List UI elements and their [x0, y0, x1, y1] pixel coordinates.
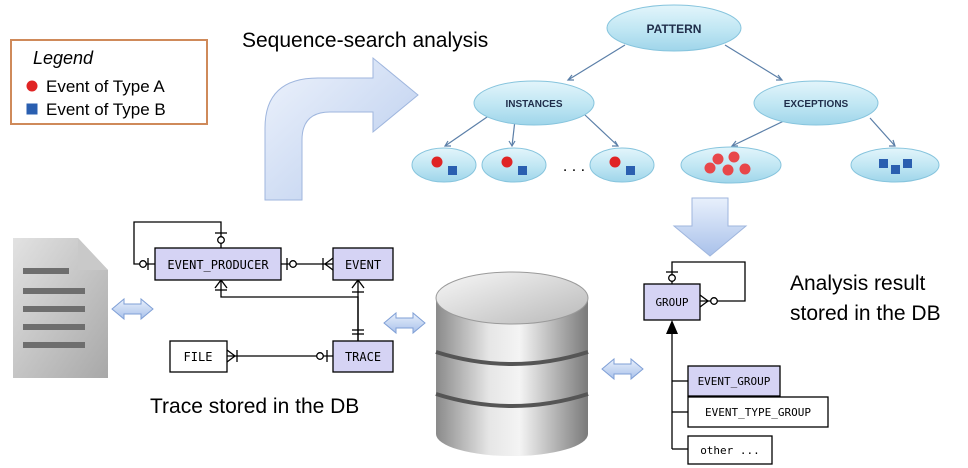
curved-arrow — [264, 56, 419, 201]
pattern-node: PATTERN — [606, 4, 742, 52]
entity-file-label: FILE — [184, 350, 213, 364]
type-b-marker — [879, 159, 888, 168]
trace-stored-caption: Trace stored in the DB — [150, 395, 359, 418]
doc-schema-arrow — [111, 297, 154, 321]
legend: Legend Event of Type A Event of Type B — [10, 39, 208, 125]
down-arrow — [672, 197, 748, 257]
entity-file: FILE — [169, 340, 228, 373]
type-a-marker — [739, 163, 751, 175]
exception-leaf-type-a — [680, 146, 782, 184]
pattern-label: PATTERN — [647, 22, 702, 36]
entity-event-group: EVENT_GROUP — [687, 365, 781, 397]
entity-event-type-group: EVENT_TYPE_GROUP — [687, 396, 829, 428]
type-a-marker — [722, 164, 734, 176]
entity-other: other ... — [687, 435, 773, 465]
result-schema-links — [666, 261, 746, 450]
entity-other-label: other ... — [700, 444, 760, 457]
db-result-arrow — [601, 357, 644, 381]
sequence-search-caption: Sequence-search analysis — [242, 29, 488, 52]
type-a-marker — [609, 156, 621, 168]
entity-trace-label: TRACE — [345, 350, 381, 364]
instances-ellipsis: . . . — [563, 158, 585, 175]
entity-event-type-group-label: EVENT_TYPE_GROUP — [705, 406, 811, 419]
entity-event-producer: EVENT_PRODUCER — [154, 247, 282, 281]
type-b-marker — [26, 103, 38, 115]
legend-item-type-a: Event of Type A — [46, 77, 165, 96]
type-a-marker — [728, 151, 740, 163]
type-a-marker — [501, 156, 513, 168]
type-a-marker — [704, 162, 716, 174]
entity-event-label: EVENT — [345, 258, 381, 272]
type-b-marker — [518, 166, 527, 175]
type-a-marker — [26, 80, 38, 92]
entity-group: GROUP — [643, 283, 701, 321]
trace-schema-links — [133, 221, 365, 363]
entity-trace: TRACE — [332, 340, 394, 373]
instances-label: INSTANCES — [505, 99, 562, 110]
entity-event: EVENT — [332, 247, 394, 281]
type-a-marker — [431, 156, 443, 168]
type-b-marker — [903, 159, 912, 168]
type-b-marker — [891, 165, 900, 174]
analysis-caption-line2: stored in the DB — [790, 302, 941, 325]
exceptions-node: EXCEPTIONS — [753, 80, 879, 126]
instance-leaf-n — [589, 147, 655, 183]
analysis-caption-line1: Analysis result — [790, 272, 926, 295]
exceptions-label: EXCEPTIONS — [784, 99, 849, 110]
legend-box — [10, 39, 208, 125]
entity-event-producer-label: EVENT_PRODUCER — [167, 258, 269, 272]
database-icon — [435, 271, 589, 456]
instances-node: INSTANCES — [473, 80, 595, 126]
legend-item-type-b: Event of Type B — [46, 100, 166, 119]
type-b-marker — [448, 166, 457, 175]
exception-leaf-type-b — [850, 147, 940, 183]
instance-leaf-2 — [481, 147, 547, 183]
trace-document-icon — [13, 238, 108, 378]
entity-group-label: GROUP — [655, 296, 688, 309]
instance-leaf-1 — [411, 147, 477, 183]
schema-db-arrow — [383, 311, 426, 335]
legend-title: Legend — [33, 48, 94, 68]
inheritance-arrowhead — [666, 320, 678, 334]
entity-event-group-label: EVENT_GROUP — [698, 375, 771, 388]
type-b-marker — [626, 166, 635, 175]
tree-connectors — [443, 44, 896, 148]
type-a-marker — [712, 153, 724, 165]
